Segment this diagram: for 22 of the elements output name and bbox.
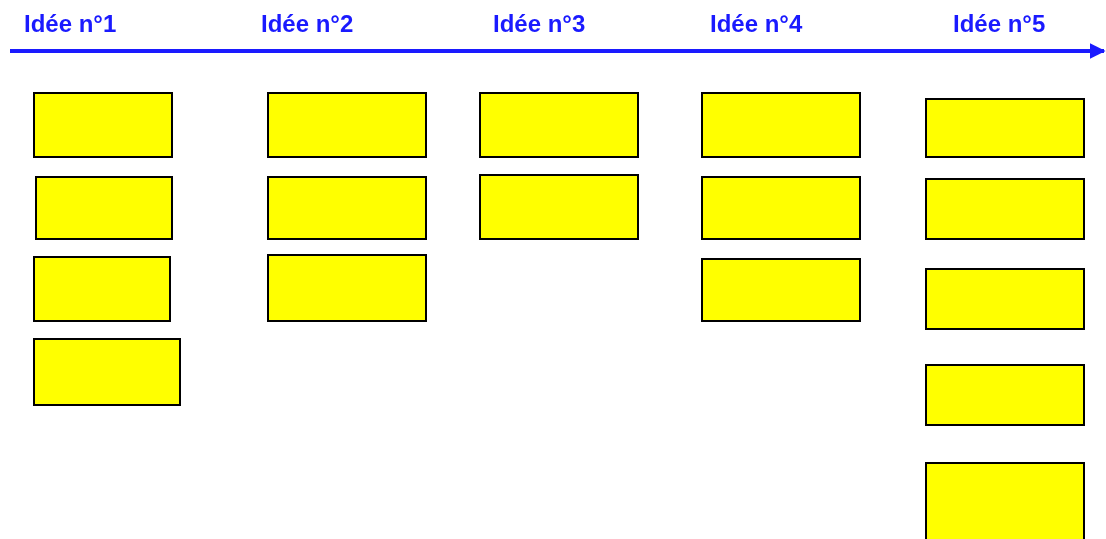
idea-card	[267, 176, 427, 240]
idea-card	[267, 254, 427, 322]
column-heading: Idée n°4	[710, 10, 803, 38]
idea-card	[701, 258, 861, 322]
idea-card	[33, 92, 173, 158]
idea-card	[479, 92, 639, 158]
column-heading: Idée n°1	[24, 10, 117, 38]
column-heading: Idée n°2	[261, 10, 354, 38]
idea-card	[925, 364, 1085, 426]
idea-card	[925, 98, 1085, 158]
idea-card	[701, 176, 861, 240]
idea-card	[925, 178, 1085, 240]
idea-card	[479, 174, 639, 240]
idea-card	[925, 268, 1085, 330]
idea-card	[701, 92, 861, 158]
idea-card	[33, 256, 171, 322]
idea-card	[925, 462, 1085, 539]
idea-card	[35, 176, 173, 240]
idea-card	[33, 338, 181, 406]
idea-card	[267, 92, 427, 158]
column-heading: Idée n°5	[953, 10, 1046, 38]
column-heading: Idée n°3	[493, 10, 586, 38]
